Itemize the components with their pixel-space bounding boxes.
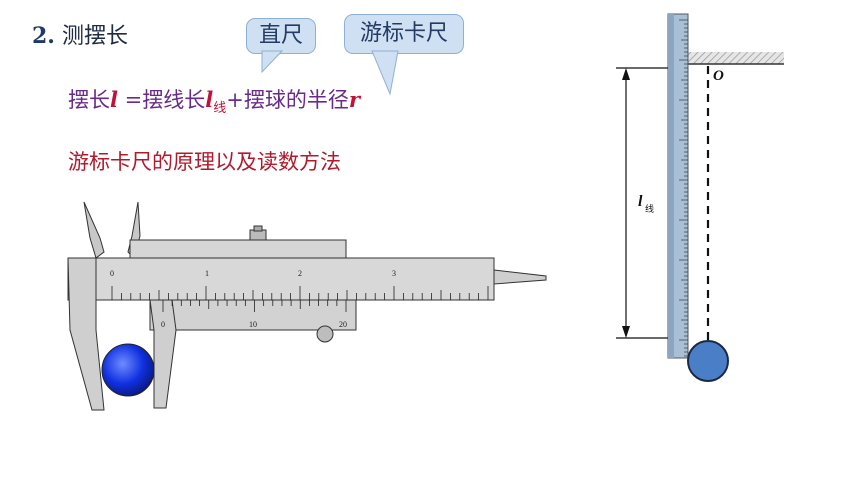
main-scale-label-1: 1 (205, 269, 209, 278)
vernier-caliper: 0 1 2 3 0 10 20 (67, 201, 547, 411)
main-scale-label-2: 2 (298, 269, 302, 278)
ruler-scale (679, 19, 688, 357)
caliper-main-scale-labels: 0 1 2 3 (110, 269, 396, 278)
formula-var-l-line: l (205, 87, 214, 112)
caliper-vernier-scale (162, 300, 347, 312)
main-scale-label-0: 0 (110, 269, 114, 278)
callout-caliper-pointer (371, 50, 399, 96)
caliper-upper-fixed-jaw (83, 201, 105, 259)
callout-ruler-pointer (261, 50, 284, 74)
length-label: l (638, 193, 643, 210)
length-label-sub: 线 (645, 203, 654, 215)
formula-term-string: =摆线长 (117, 88, 206, 112)
vernier-label-10: 10 (249, 320, 257, 329)
formula-var-l: l (110, 87, 118, 112)
vernier-label-0: 0 (161, 320, 165, 329)
section-number: 2. (32, 23, 55, 49)
section-heading: 2. 测摆长 (32, 18, 128, 50)
main-scale-label-3: 3 (392, 269, 396, 278)
vernier-label-20: 20 (339, 320, 347, 329)
pivot-label: O (713, 68, 724, 84)
caliper-lower-sliding-jaw (149, 299, 177, 409)
caliper-lower-fixed-jaw (67, 257, 105, 411)
formula-term-length: 摆长 (68, 88, 110, 112)
pendulum-bob (687, 340, 729, 382)
section-title: 测摆长 (61, 24, 128, 49)
caliper-slider-top (129, 239, 347, 259)
caliper-principle-text: 游标卡尺的原理以及读数方法 (68, 150, 341, 174)
formula-term-radius: +摆球的半径 (226, 88, 349, 112)
pendulum-length-formula: 摆长l =摆线长l线+摆球的半径r (68, 84, 360, 116)
formula-var-r: r (348, 87, 360, 112)
formula-sub-line: 线 (213, 101, 227, 117)
caliper-measured-ball (101, 343, 155, 397)
caliper-main-scale (111, 286, 489, 300)
caliper-thumb-wheel (316, 325, 334, 343)
caliper-depth-rod (493, 269, 547, 285)
callout-caliper: 游标卡尺 (344, 14, 464, 54)
caliper-vernier-labels: 0 10 20 (161, 320, 347, 329)
ceiling-support (688, 52, 784, 64)
pendulum-setup: l 线 O (616, 13, 784, 382)
callout-ruler: 直尺 (246, 18, 316, 54)
caliper-vernier-plate (149, 299, 357, 331)
